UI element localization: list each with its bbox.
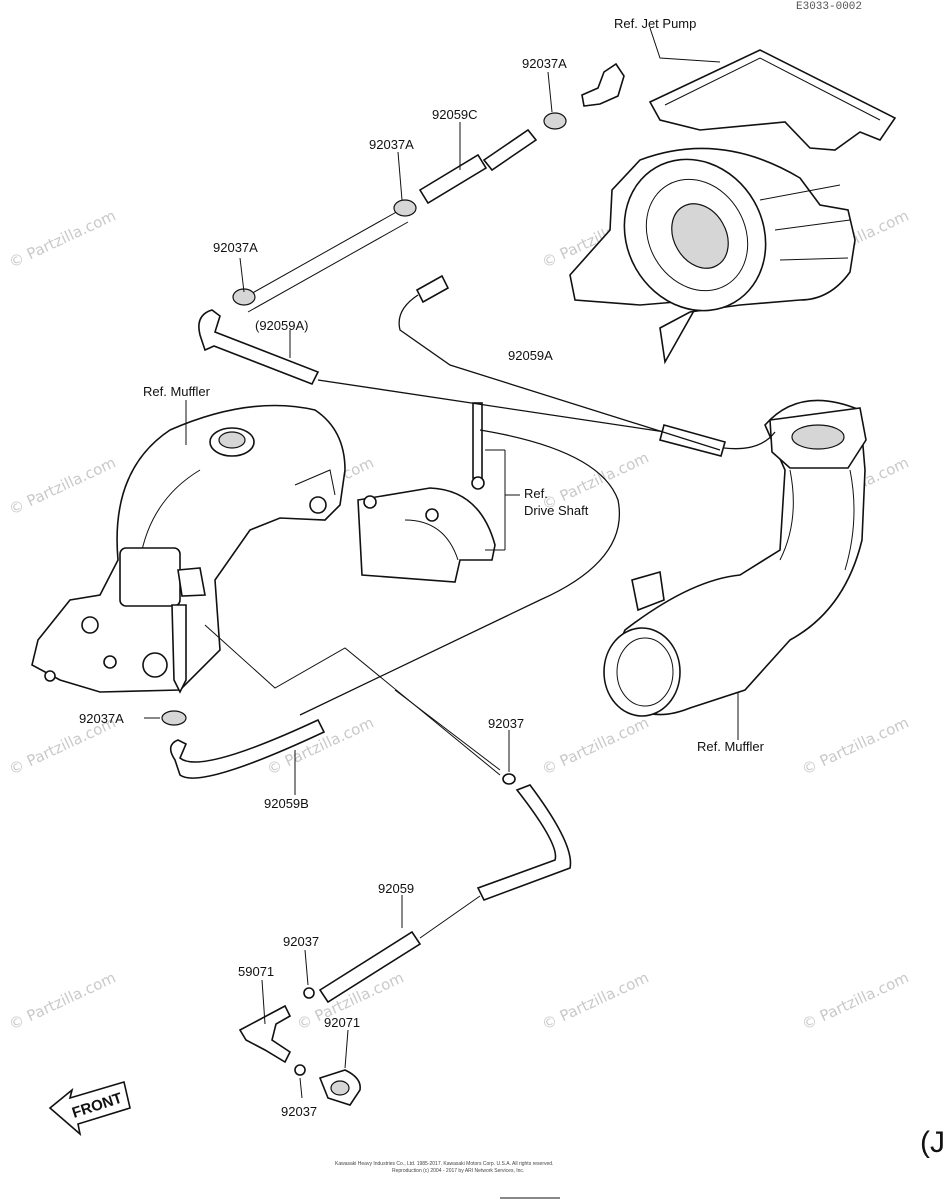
watermark: © Partzilla.com [799, 968, 912, 1033]
label-92037[interactable]: 92037 [281, 1104, 317, 1119]
diagram-code: E3033-0002 [796, 1, 862, 13]
watermark: © Partzilla.com [539, 968, 652, 1033]
leader-lines [144, 27, 739, 1099]
label-92037a[interactable]: 92037A [369, 137, 414, 152]
label-ref-muffler[interactable]: Ref. Muffler [143, 384, 211, 399]
jet-pump-illustration [569, 49, 897, 365]
hose-group [169, 128, 776, 1106]
label-ref-muffler[interactable]: Ref. Muffler [697, 739, 765, 754]
label-92059[interactable]: 92059 [378, 881, 414, 896]
muffler-left-illustration [31, 404, 346, 694]
copyright-line-2: Reproduction (c) 2004 - 2017 by ARI Netw… [392, 1168, 524, 1174]
label-92059b[interactable]: 92059B [264, 796, 309, 811]
label-92037[interactable]: 92037 [488, 716, 524, 731]
label-92071[interactable]: 92071 [324, 1015, 360, 1030]
label-92059a-paren[interactable]: (92059A) [255, 318, 308, 333]
copyright-line-1: Kawasaki Heavy Industries Co., Ltd. 1985… [335, 1161, 553, 1167]
drive-shaft-bracket-illustration [357, 402, 496, 583]
label-59071[interactable]: 59071 [238, 964, 274, 979]
label-92037[interactable]: 92037 [283, 934, 319, 949]
watermark: © Partzilla.com [539, 713, 652, 778]
label-ref-jet-pump[interactable]: Ref. Jet Pump [614, 16, 696, 31]
clamp-group [161, 112, 567, 1076]
front-arrow: FRONT [48, 1080, 131, 1137]
label-92037a[interactable]: 92037A [522, 56, 567, 71]
label-92059a[interactable]: 92059A [508, 348, 553, 363]
watermark: © Partzilla.com [6, 206, 119, 271]
muffler-right-illustration [603, 399, 867, 717]
watermark: © Partzilla.com [799, 713, 912, 778]
watermark: © Partzilla.com [6, 968, 119, 1033]
label-ref-drive-shaft[interactable]: Ref. [524, 486, 548, 501]
corner-mark: (J [920, 1126, 945, 1159]
watermark: © Partzilla.com [6, 453, 119, 518]
label-92059c[interactable]: 92059C [432, 107, 478, 122]
label-92037a[interactable]: 92037A [79, 711, 124, 726]
label-92037a[interactable]: 92037A [213, 240, 258, 255]
part-labels: Ref. Jet Pump 92037A 92059C 92037A 92037… [79, 16, 765, 1119]
label-ref-drive-shaft-2[interactable]: Drive Shaft [524, 503, 589, 518]
